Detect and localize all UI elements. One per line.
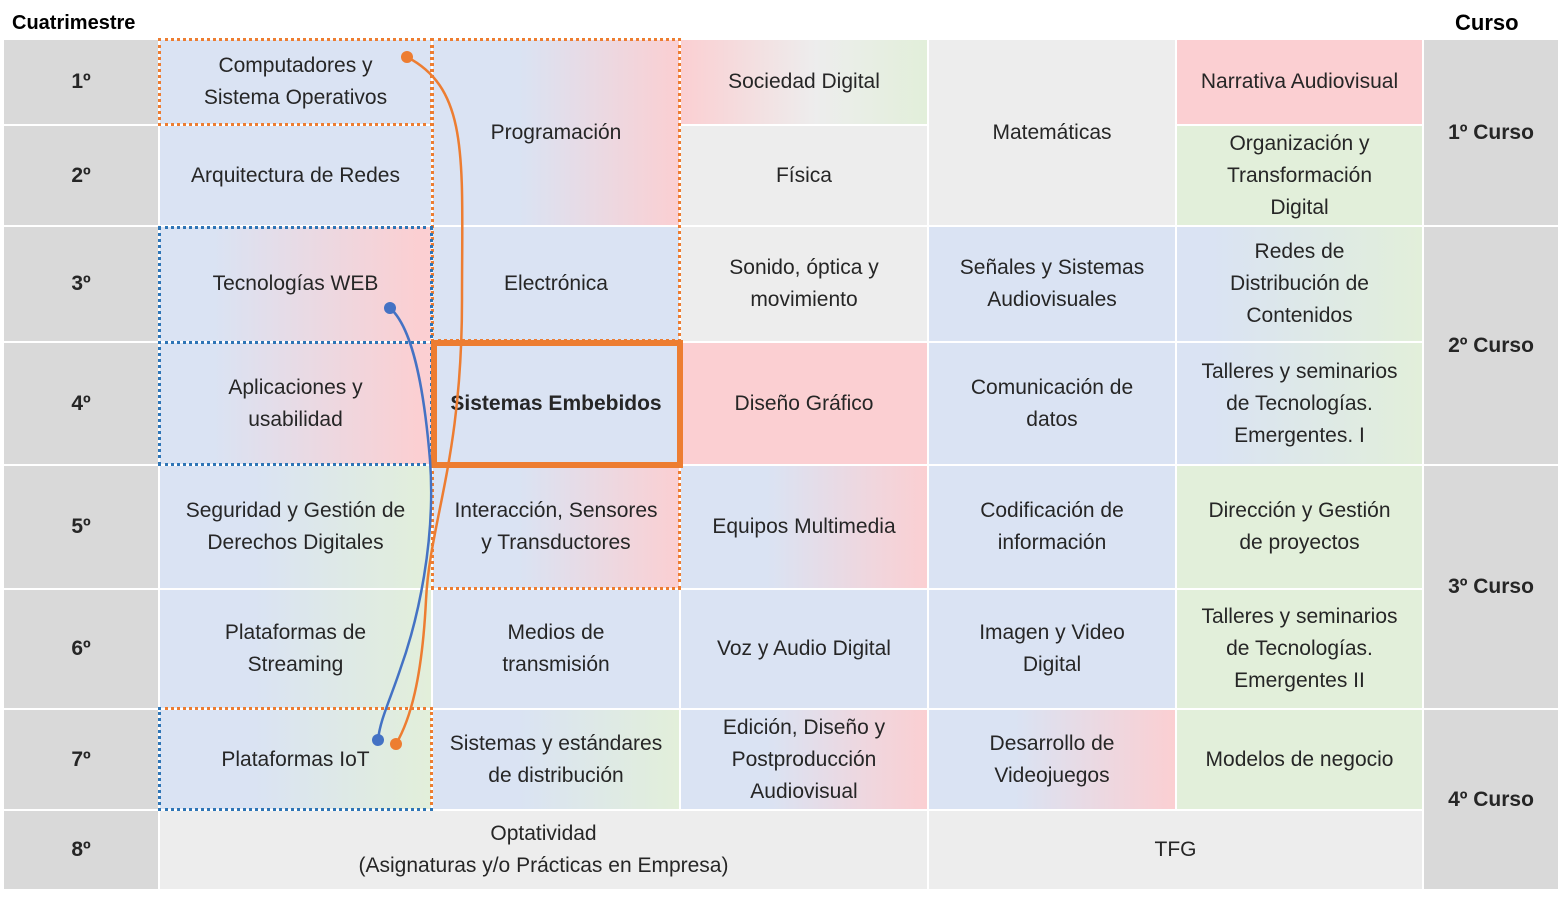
subject-imagen-video: Imagen y Video Digital	[928, 589, 1176, 709]
subject-edicion: Edición, Diseño y Postproducción Audiovi…	[680, 709, 928, 810]
course-2: 2º Curso	[1423, 226, 1559, 465]
subject-arquitectura: Arquitectura de Redes	[159, 125, 432, 226]
subject-tecnologias-web: Tecnologías WEB	[159, 226, 432, 342]
subject-sociedad-digital: Sociedad Digital	[680, 39, 928, 125]
course-1: 1º Curso	[1423, 39, 1559, 226]
subject-narrativa: Narrativa Audiovisual	[1176, 39, 1423, 125]
subject-sistemas-embebidos: Sistemas Embebidos	[432, 342, 680, 465]
subject-modelos-negocio: Modelos de negocio	[1176, 709, 1423, 810]
subject-seguridad: Seguridad y Gestión de Derechos Digitale…	[159, 465, 432, 589]
subject-organizacion: Organización y Transformación Digital	[1176, 125, 1423, 226]
subject-codificacion: Codificación de información	[928, 465, 1176, 589]
subject-senales: Señales y Sistemas Audiovisuales	[928, 226, 1176, 342]
subject-interaccion: Interacción, Sensores y Transductores	[432, 465, 680, 589]
subject-talleres-2: Talleres y seminarios de Tecnologías. Em…	[1176, 589, 1423, 709]
course-3: 3º Curso	[1423, 465, 1559, 709]
subject-videojuegos: Desarrollo de Videojuegos	[928, 709, 1176, 810]
subject-electronica: Electrónica	[432, 226, 680, 342]
subject-aplicaciones: Aplicaciones y usabilidad	[159, 342, 432, 465]
subject-direccion: Dirección y Gestión de proyectos	[1176, 465, 1423, 589]
subject-plataformas-iot: Plataformas IoT	[159, 709, 432, 810]
subject-medios: Medios de transmisión	[432, 589, 680, 709]
semester-5: 5º	[3, 465, 159, 589]
subject-redes: Redes de Distribución de Contenidos	[1176, 226, 1423, 342]
semester-1: 1º	[3, 39, 159, 125]
subject-sistemas-estandares: Sistemas y estándares de distribución	[432, 709, 680, 810]
semester-2: 2º	[3, 125, 159, 226]
subject-plataformas-streaming: Plataformas de Streaming	[159, 589, 432, 709]
subject-equipos-multimedia: Equipos Multimedia	[680, 465, 928, 589]
semester-7: 7º	[3, 709, 159, 810]
subject-fisica: Física	[680, 125, 928, 226]
semester-4: 4º	[3, 342, 159, 465]
subject-diseno-grafico: Diseño Gráfico	[680, 342, 928, 465]
subject-computadores: Computadores y Sistema Operativos	[159, 39, 432, 125]
course-header: Curso	[1455, 10, 1519, 35]
subject-comunicacion: Comunicación de datos	[928, 342, 1176, 465]
subject-optatividad: Optatividad (Asignaturas y/o Prácticas e…	[159, 810, 928, 890]
subject-tfg: TFG	[928, 810, 1423, 890]
subject-voz-audio: Voz y Audio Digital	[680, 589, 928, 709]
subject-talleres-1: Talleres y seminarios de Tecnologías. Em…	[1176, 342, 1423, 465]
subject-matematicas: Matemáticas	[928, 39, 1176, 226]
semester-3: 3º	[3, 226, 159, 342]
subject-sonido: Sonido, óptica y movimiento	[680, 226, 928, 342]
semester-6: 6º	[3, 589, 159, 709]
course-4: 4º Curso	[1423, 709, 1559, 890]
semester-header: Cuatrimestre	[12, 12, 136, 34]
semester-8: 8º	[3, 810, 159, 890]
subject-programacion: Programación	[432, 39, 680, 226]
